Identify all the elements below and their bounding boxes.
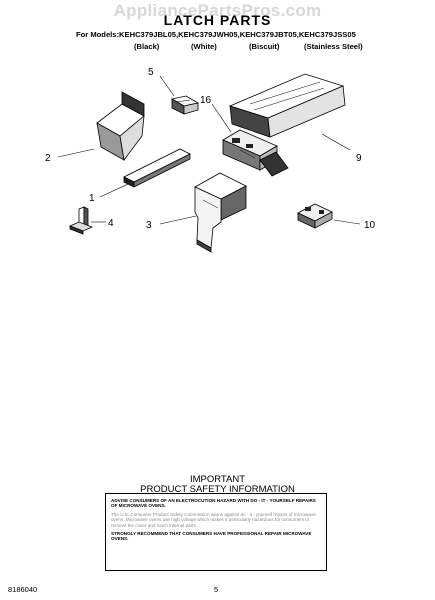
part-4-clip [68,206,94,235]
safety-heading-info: PRODUCT SAFETY INFORMATION [140,484,295,495]
safety-paragraph-3: STRONGLY RECOMMEND THAT CONSUMERS HAVE P… [111,531,312,542]
color-stainless: (Stainless Steel) [304,42,363,51]
color-biscuit: (Biscuit) [249,42,280,51]
part-1-strip [123,148,191,188]
page-number: 5 [214,585,219,594]
callout-9: 9 [356,153,362,164]
callout-1: 1 [89,193,95,204]
part-3-bracket [194,172,247,253]
safety-notice-box: ADVISE CONSUMERS OF AN ELECTROCUTION HAZ… [105,493,327,571]
part-10-switch [297,203,333,229]
part-5-latch [170,95,200,115]
color-white: (White) [191,42,217,51]
models-line: For Models:KEHC379JBL05,KEHC379JWH05,KEH… [76,30,356,39]
safety-heading-important: IMPORTANT [189,474,246,485]
part-16-switch [222,129,289,177]
document-code: 8186040 [8,585,38,594]
leader-10 [333,219,361,225]
leader-5 [159,75,175,97]
page-title: LATCH PARTS [163,12,272,28]
watermark: AppliancePartsPros.com [113,1,322,20]
leader-16 [211,103,232,133]
part-9-bar [228,73,346,138]
color-black: (Black) [134,42,160,51]
leader-1 [99,183,129,198]
safety-paragraph-1: ADVISE CONSUMERS OF AN ELECTROCUTION HAZ… [111,498,316,509]
leader-2 [57,148,95,158]
safety-heading: IMPORTANT PRODUCT SAFETY INFORMATION [0,475,435,495]
callout-3: 3 [146,220,152,231]
callout-10: 10 [364,220,376,231]
callout-4: 4 [108,218,114,229]
leader-9 [321,133,351,151]
part-2-bracket [96,91,145,161]
leader-3 [159,215,197,225]
callout-16: 16 [200,95,212,106]
callout-5: 5 [148,67,154,78]
safety-paragraph-2: The U.S. Consumer Product Safety Commiss… [111,511,316,528]
callout-2: 2 [45,153,51,164]
